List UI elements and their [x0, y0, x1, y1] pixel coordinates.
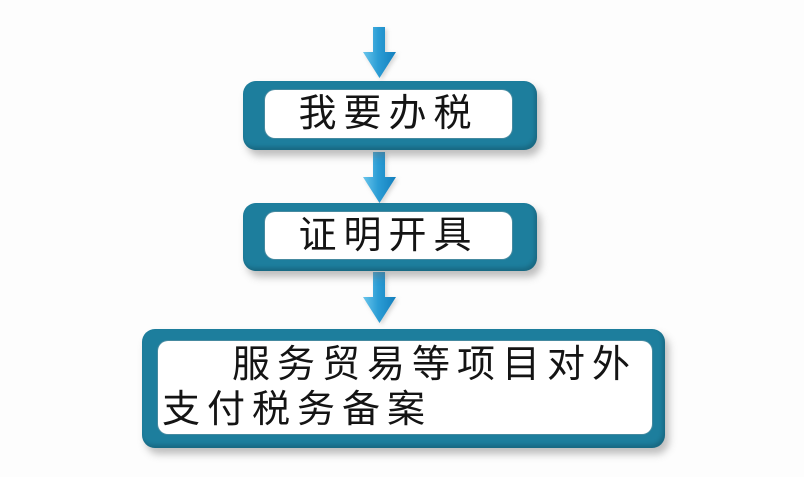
node-foreign-payment-tax-filing-label: 服务贸易等项目对外 支付税务备案: [158, 342, 652, 434]
node-tax-service-panel: 我要办税: [265, 90, 512, 138]
node-foreign-payment-tax-filing: 服务贸易等项目对外 支付税务备案: [142, 329, 665, 448]
node-foreign-payment-tax-filing-panel: 服务贸易等项目对外 支付税务备案: [158, 341, 652, 434]
down-arrow-icon: [363, 272, 396, 323]
down-arrow-icon: [363, 152, 396, 203]
node-certificate-issuance-panel: 证明开具: [265, 212, 512, 259]
node-certificate-issuance-label: 证明开具: [298, 214, 479, 257]
down-arrow-icon: [363, 27, 396, 78]
node-tax-service: 我要办税: [243, 81, 537, 150]
node-tax-service-label: 我要办税: [298, 93, 479, 135]
label-line-1: 服务贸易等项目对外: [232, 343, 638, 386]
node-certificate-issuance: 证明开具: [243, 203, 537, 271]
label-line-2: 支付税务备案: [162, 388, 433, 431]
